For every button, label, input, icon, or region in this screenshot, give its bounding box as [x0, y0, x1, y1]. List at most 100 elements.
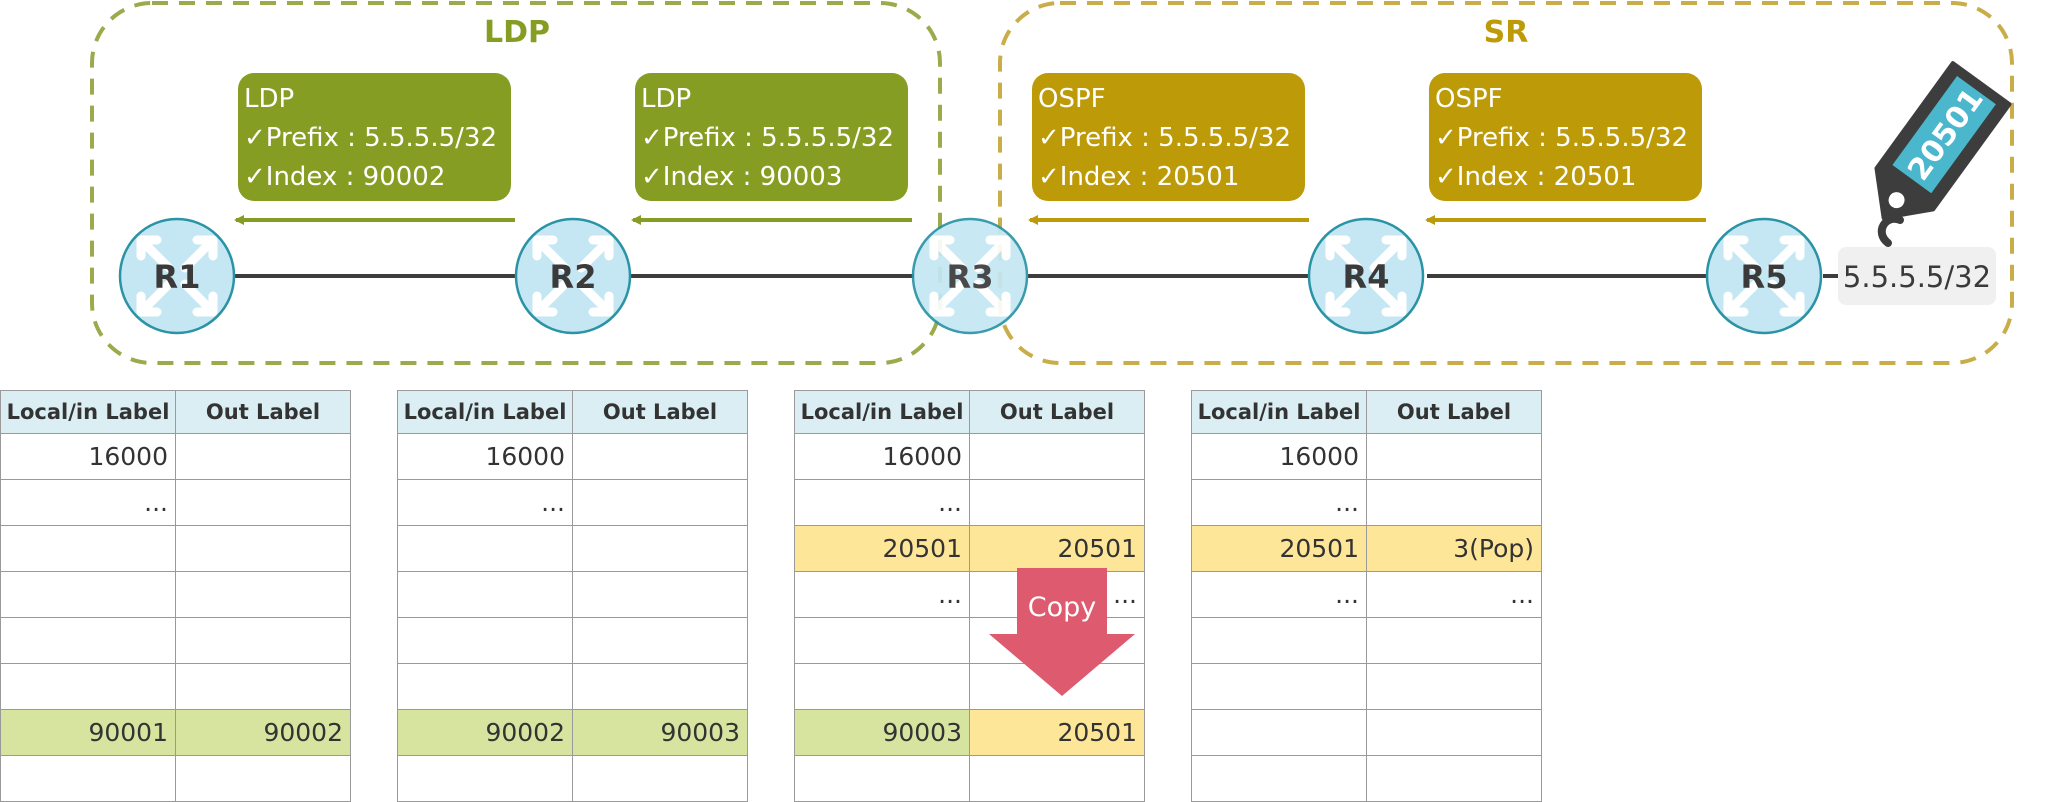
advertisement-box: OSPF ✓Prefix : 5.5.5.5/32 ✓Index : 20501 — [1032, 73, 1305, 201]
out-label-cell — [175, 525, 351, 572]
router-icon: R5 — [1707, 219, 1821, 333]
out-label-cell — [175, 755, 351, 802]
local-label-cell — [397, 663, 573, 710]
out-label-cell: ... — [1366, 571, 1542, 618]
table-row — [397, 571, 748, 618]
local-label-cell — [397, 755, 573, 802]
tag-icon: 20501 — [1874, 61, 2012, 247]
local-label-cell: ... — [397, 479, 573, 526]
router-label: R1 — [154, 258, 201, 296]
local-label-cell: 90002 — [397, 709, 573, 756]
local-label-cell: ... — [794, 571, 970, 618]
out-label-cell — [572, 433, 748, 480]
out-label-cell: 90003 — [572, 709, 748, 756]
table-row: ... — [0, 479, 351, 526]
sr-region-title: SR — [1484, 15, 1529, 50]
svg-text:✓Index : 90002: ✓Index : 90002 — [244, 162, 445, 192]
table-row: 16000 — [0, 433, 351, 480]
out-label-cell — [175, 479, 351, 526]
local-label-cell — [0, 571, 176, 618]
router-icon: R4 — [1309, 219, 1423, 333]
ldp-region-title: LDP — [484, 15, 550, 50]
router-label: R4 — [1343, 258, 1390, 296]
local-label-cell — [0, 525, 176, 572]
col-header-local: Local/in Label — [1191, 390, 1367, 434]
out-label-cell — [1366, 617, 1542, 664]
col-header-out: Out Label — [572, 390, 748, 434]
local-label-cell: 16000 — [794, 433, 970, 480]
svg-text:LDP: LDP — [641, 84, 691, 114]
local-label-cell: 16000 — [397, 433, 573, 480]
col-header-local: Local/in Label — [0, 390, 176, 434]
col-header-local: Local/in Label — [794, 390, 970, 434]
out-label-cell — [969, 479, 1145, 526]
router-label: R2 — [550, 258, 597, 296]
advertisement-box: LDP ✓Prefix : 5.5.5.5/32 ✓Index : 90003 — [635, 73, 908, 201]
svg-text:LDP: LDP — [244, 84, 294, 114]
local-label-cell — [1191, 663, 1367, 710]
table-row — [397, 663, 748, 710]
col-header-out: Out Label — [969, 390, 1145, 434]
out-label-cell — [572, 525, 748, 572]
local-label-cell: ... — [1191, 479, 1367, 526]
table-row: 16000 — [794, 433, 1145, 480]
out-label-cell — [175, 663, 351, 710]
table-row: 16000 — [1191, 433, 1542, 480]
local-label-cell: ... — [0, 479, 176, 526]
table-row — [1191, 663, 1542, 710]
local-label-cell — [794, 663, 970, 710]
svg-text:✓Prefix : 5.5.5.5/32: ✓Prefix : 5.5.5.5/32 — [641, 123, 894, 153]
table-row — [0, 663, 351, 710]
router-label: R3 — [947, 258, 994, 296]
prefix-label: 5.5.5.5/32 — [1843, 260, 1991, 294]
advertisement-box: OSPF ✓Prefix : 5.5.5.5/32 ✓Index : 20501 — [1429, 73, 1702, 201]
svg-text:OSPF: OSPF — [1038, 84, 1106, 114]
out-label-cell: 20501 — [969, 709, 1145, 756]
out-label-cell — [1366, 709, 1542, 756]
out-label-cell — [572, 755, 748, 802]
out-label-cell — [572, 479, 748, 526]
sr-region — [998, 1, 2014, 365]
svg-text:✓Prefix : 5.5.5.5/32: ✓Prefix : 5.5.5.5/32 — [1038, 123, 1291, 153]
prefix-label-bg — [1838, 247, 1996, 305]
out-label-cell: 3(Pop) — [1366, 525, 1542, 572]
table-row: ...... — [1191, 571, 1542, 618]
router-label: R5 — [1741, 258, 1788, 296]
table-row: 16000 — [397, 433, 748, 480]
local-label-cell — [397, 617, 573, 664]
ldp-region — [90, 1, 942, 365]
local-label-cell — [0, 755, 176, 802]
advertisement-box: LDP ✓Prefix : 5.5.5.5/32 ✓Index : 90002 — [238, 73, 511, 201]
out-label-cell — [1366, 479, 1542, 526]
local-label-cell — [1191, 709, 1367, 756]
local-label-cell — [397, 571, 573, 618]
local-label-cell: 16000 — [0, 433, 176, 480]
local-label-cell: 90003 — [794, 709, 970, 756]
router-icon: R3 — [913, 219, 1027, 333]
svg-text:✓Index : 20501: ✓Index : 20501 — [1435, 162, 1636, 192]
svg-text:✓Prefix : 5.5.5.5/32: ✓Prefix : 5.5.5.5/32 — [244, 123, 497, 153]
table-row — [0, 617, 351, 664]
local-label-cell: 16000 — [1191, 433, 1367, 480]
svg-text:✓Index : 90003: ✓Index : 90003 — [641, 162, 842, 192]
local-label-cell: ... — [1191, 571, 1367, 618]
col-header-local: Local/in Label — [397, 390, 573, 434]
out-label-cell — [175, 433, 351, 480]
table-row — [1191, 617, 1542, 664]
out-label-cell — [1366, 433, 1542, 480]
table-row: ... — [794, 479, 1145, 526]
out-label-cell — [175, 571, 351, 618]
table-row — [0, 525, 351, 572]
svg-text:✓Index : 20501: ✓Index : 20501 — [1038, 162, 1239, 192]
col-header-out: Out Label — [175, 390, 351, 434]
table-row — [1191, 755, 1542, 802]
router-icon: R2 — [516, 219, 630, 333]
